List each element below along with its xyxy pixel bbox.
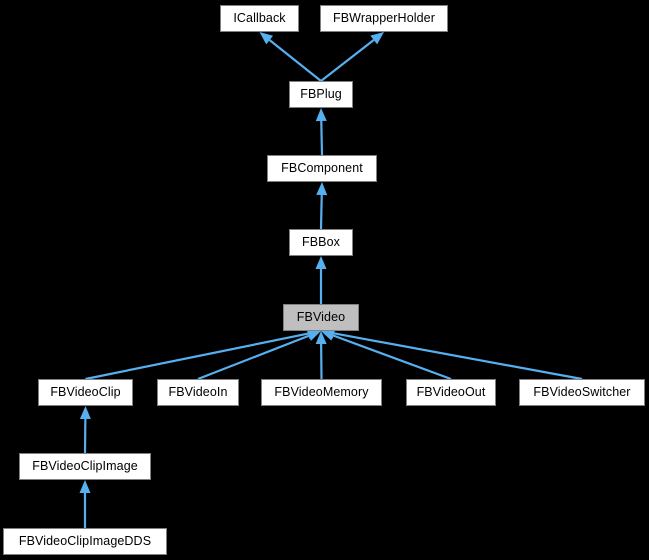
- class-node-label: FBVideoMemory: [274, 385, 369, 400]
- edge-arrowhead-icon: [316, 182, 328, 196]
- inheritance-edge-fbcomponent-to-fbplug: [315, 108, 327, 156]
- inheritance-edge-fbplug-to-icallback: [259, 32, 322, 82]
- class-node-label: FBVideoSwitcher: [533, 385, 631, 400]
- edge-arrowhead-icon: [259, 32, 274, 45]
- class-node-label: ICallback: [233, 11, 286, 26]
- edge-line: [332, 334, 452, 381]
- inheritance-edge-fbvideo-to-fbbox: [315, 256, 327, 304]
- class-node-label: FBComponent: [281, 161, 363, 176]
- class-node-fbbox[interactable]: FBBox: [289, 229, 353, 256]
- class-node-fbvideoclipimagedds[interactable]: FBVideoClipImageDDS: [3, 528, 167, 555]
- edge-arrowhead-icon: [79, 406, 91, 420]
- class-node-fbvideoin[interactable]: FBVideoIn: [157, 379, 239, 406]
- class-node-label: FBVideoOut: [416, 385, 486, 400]
- class-node-fbvideomemory[interactable]: FBVideoMemory: [261, 379, 382, 406]
- class-node-fbvideoout[interactable]: FBVideoOut: [406, 379, 496, 406]
- class-node-label: FBVideoIn: [168, 385, 228, 400]
- edge-line: [197, 334, 310, 381]
- edge-arrowhead-icon: [315, 331, 327, 345]
- inheritance-edge-fbvideoclipimage-to-fbvideoclip: [79, 406, 91, 454]
- class-node-icallback[interactable]: ICallback: [220, 5, 299, 32]
- edge-arrowhead-icon: [315, 108, 327, 122]
- edge-line: [333, 332, 583, 381]
- class-node-fbvideoswitcher[interactable]: FBVideoSwitcher: [519, 379, 645, 406]
- class-node-fbwrapperholder[interactable]: FBWrapperHolder: [320, 5, 448, 32]
- inheritance-edge-fbbox-to-fbcomponent: [316, 182, 328, 230]
- class-node-label: FBVideoClipImageDDS: [18, 534, 152, 549]
- class-node-fbvideoclip[interactable]: FBVideoClip: [38, 379, 133, 406]
- inheritance-edge-fbvideomemory-to-fbvideo: [315, 331, 327, 380]
- class-node-fbvideo[interactable]: FBVideo: [283, 304, 359, 331]
- edge-line: [85, 332, 309, 381]
- edge-line: [268, 39, 322, 82]
- edges-group: [79, 32, 583, 528]
- inheritance-edge-fbvideoclip-to-fbvideo: [85, 328, 321, 381]
- inheritance-edge-fbplug-to-fbwrapperholder: [320, 32, 384, 82]
- edge-line: [320, 120, 324, 156]
- class-node-label: FBPlug: [300, 87, 342, 102]
- edge-line: [319, 194, 323, 230]
- edge-arrowhead-icon: [79, 480, 91, 493]
- class-node-fbcomponent[interactable]: FBComponent: [267, 155, 377, 182]
- inheritance-edge-fbvideoout-to-fbvideo: [321, 330, 452, 381]
- edge-arrowhead-icon: [306, 330, 321, 341]
- class-node-label: FBVideoClipImage: [32, 459, 138, 474]
- edge-arrowhead-icon: [370, 32, 384, 45]
- class-node-label: FBBox: [301, 235, 340, 250]
- edge-arrowhead-icon: [315, 256, 327, 269]
- inheritance-edge-fbvideoin-to-fbvideo: [197, 330, 321, 381]
- class-node-fbvideoclipimage[interactable]: FBVideoClipImage: [19, 453, 151, 480]
- class-node-label: FBWrapperHolder: [332, 11, 435, 26]
- class-node-label: FBVideo: [296, 310, 346, 325]
- edge-line: [320, 39, 375, 82]
- class-node-label: FBVideoClip: [50, 385, 121, 400]
- inheritance-edge-fbvideoclipimagedds-to-fbvideoclipimage: [79, 480, 91, 528]
- class-node-fbplug[interactable]: FBPlug: [289, 81, 353, 108]
- inheritance-edge-fbvideoswitcher-to-fbvideo: [321, 327, 583, 381]
